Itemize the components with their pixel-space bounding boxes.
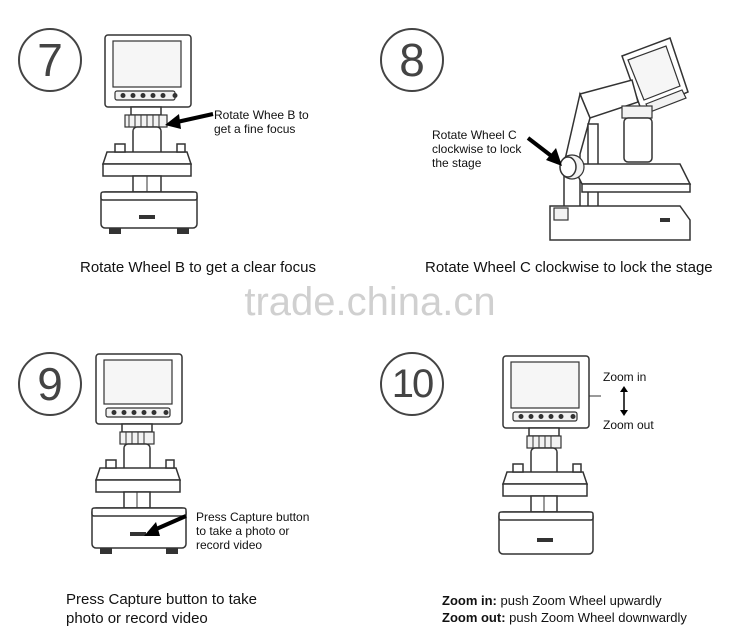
- step-10-caption: Zoom in: push Zoom Wheel upwardly Zoom o…: [442, 592, 687, 626]
- zoom-up-down-arrow-icon: [620, 386, 628, 416]
- step-7-microscope-illustration: [100, 34, 214, 234]
- step-9-note: Press Capture button to take a photo or …: [196, 510, 309, 552]
- step-10-microscope-illustration: [498, 355, 601, 555]
- zoom-out-label: Zoom out: [603, 418, 654, 432]
- zoom-out-caption-label: Zoom out:: [442, 610, 506, 625]
- step-9-caption: Press Capture button to take photo or re…: [66, 590, 257, 628]
- watermark: trade.china.cn: [244, 280, 496, 324]
- step-9-caption-line-1: Press Capture button to take: [66, 591, 257, 608]
- step-8-caption: Rotate Wheel C clockwise to lock the sta…: [425, 259, 713, 276]
- step-9-caption-line-2: photo or record video: [66, 610, 208, 627]
- zoom-in-caption-label: Zoom in:: [442, 593, 497, 608]
- step-8-microscope-illustration: [526, 37, 692, 241]
- step-8-number: 8: [380, 28, 444, 92]
- step-7-note-line-2: get a fine focus: [214, 122, 296, 136]
- zoom-out-caption-text: push Zoom Wheel downwardly: [505, 610, 687, 625]
- step-9-note-line-2: to take a photo or: [196, 524, 290, 538]
- step-8-note-line-3: the stage: [432, 156, 482, 170]
- step-9-number: 9: [18, 352, 82, 416]
- step-7-caption: Rotate Wheel B to get a clear focus: [80, 259, 316, 276]
- step-10-caption-line-2: Zoom out: push Zoom Wheel downwardly: [442, 609, 687, 626]
- step-9-note-line-3: record video: [196, 538, 263, 552]
- zoom-in-label: Zoom in: [603, 370, 647, 384]
- step-10-caption-line-1: Zoom in: push Zoom Wheel upwardly: [442, 592, 687, 609]
- zoom-in-caption-text: push Zoom Wheel upwardly: [496, 593, 662, 608]
- step-9-microscope-illustration: [91, 353, 187, 554]
- step-7-note: Rotate Whee B to get a fine focus: [214, 108, 309, 136]
- step-9-note-line-1: Press Capture button: [196, 510, 310, 524]
- step-8-note-line-2: clockwise to lock: [432, 142, 522, 156]
- step-7-note-line-1: Rotate Whee B to: [214, 108, 309, 122]
- step-10-number: 10: [380, 352, 444, 416]
- step-7-number: 7: [18, 28, 82, 92]
- step-8-note-line-1: Rotate Wheel C: [432, 128, 517, 142]
- step-8-note: Rotate Wheel C clockwise to lock the sta…: [432, 128, 521, 170]
